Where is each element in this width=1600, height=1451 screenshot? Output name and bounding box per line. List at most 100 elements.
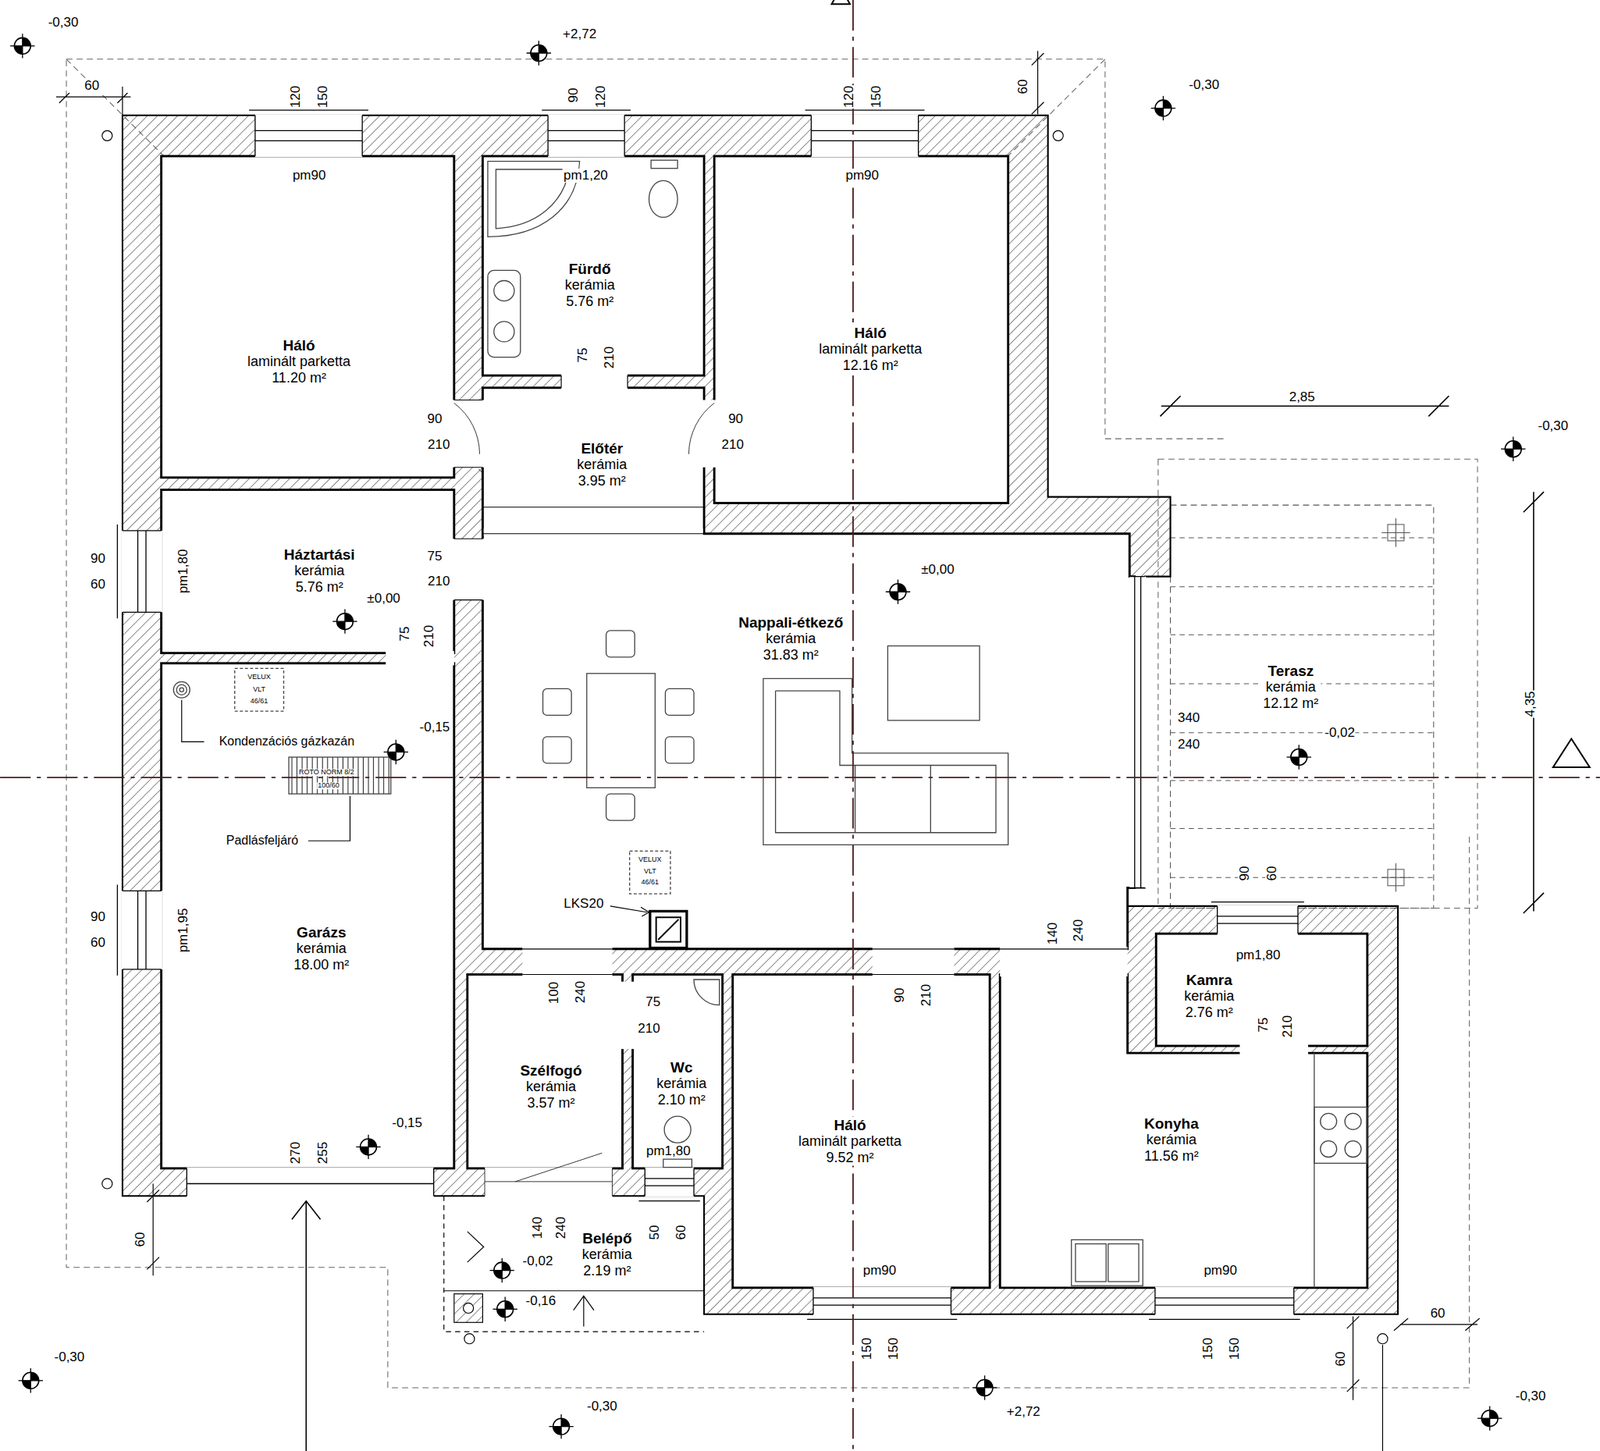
room-info: kerámia	[1184, 988, 1234, 1005]
room-info: 12.12 m²	[1262, 694, 1319, 712]
room-name: Előtér	[576, 439, 627, 456]
room-label: Hálólaminált parketta11.20 m²	[245, 336, 353, 386]
dimension-label: -0,02	[1323, 725, 1356, 740]
dimension-label: 4,35	[1523, 690, 1538, 719]
section-marks	[832, 0, 1590, 768]
dimension-label: 210	[1280, 1014, 1295, 1039]
room-area: Kamrakerámia2.76 m²	[1155, 933, 1368, 1046]
dimension-label: -0,16	[525, 1294, 558, 1309]
dimension-label: -0,30	[1187, 78, 1220, 93]
room-info: kerámia	[284, 561, 356, 579]
room-info: 2.76 m²	[1184, 1004, 1234, 1021]
dimension-label: 120	[288, 85, 303, 109]
room-info: 18.00 m²	[293, 956, 349, 973]
dimension-label: 60	[89, 577, 107, 592]
dimension-lines	[56, 50, 1544, 1451]
room-info: laminált parketta	[818, 341, 922, 358]
room-label: Garázskerámia18.00 m²	[291, 923, 352, 973]
dimension-label: 60	[1429, 1306, 1447, 1321]
room-info: 11.20 m²	[247, 369, 351, 386]
room-area: Hálólaminált parketta12.16 m²	[714, 156, 1009, 504]
dimension-label: -0,30	[1514, 1389, 1547, 1404]
dimension-label: 2,85	[1288, 390, 1316, 405]
dimension-label: VLT	[252, 686, 267, 694]
dimension-label: 140	[530, 1216, 545, 1240]
level-marks	[10, 33, 1526, 1439]
entrance	[291, 1195, 704, 1451]
dimension-label: 90	[566, 86, 581, 104]
dimension-label: pm1,80	[176, 548, 191, 595]
dimension-label: 100	[547, 981, 562, 1005]
room-label: Teraszkerámia12.12 m²	[1260, 661, 1321, 712]
dimension-label: 210	[426, 574, 451, 589]
dimension-label: 270	[288, 1141, 303, 1165]
chimney	[650, 910, 687, 948]
dimension-label: 46/61	[640, 878, 661, 886]
dimension-label: 90	[89, 552, 107, 567]
room-info: 2.19 m²	[582, 1262, 633, 1279]
dimension-label: 60	[133, 1231, 148, 1248]
dimension-label: -0,30	[586, 1399, 619, 1414]
room-info: 11.56 m²	[1144, 1148, 1199, 1165]
room-label: Háztartásikerámia5.76 m²	[281, 545, 358, 595]
dimension-label: 60	[89, 935, 107, 950]
room-area: Nappali-étkezőkerámia31.83 m²	[482, 533, 1135, 950]
room-info: 5.76 m²	[565, 292, 616, 310]
dimension-label: 100/60	[316, 782, 341, 790]
dimension-label: 150	[860, 1336, 875, 1361]
room-info: kerámia	[576, 455, 627, 473]
dimension-label: 210	[721, 437, 745, 452]
room-name: Terasz	[1262, 661, 1319, 679]
room-area: Hálólaminált parketta11.20 m²	[161, 156, 455, 478]
room-label: Kamrakerámia2.76 m²	[1181, 971, 1237, 1021]
room-info: 31.83 m²	[738, 647, 843, 664]
dimension-label: 210	[636, 1021, 661, 1036]
dimension-label: VLT	[643, 867, 658, 875]
dimension-label: 150	[869, 85, 884, 109]
room-area: Wckerámia2.10 m²	[632, 974, 723, 1169]
dimension-label: VELUX	[637, 856, 663, 864]
dimension-label: 60	[1016, 78, 1031, 96]
room-info: kerámia	[656, 1075, 707, 1092]
room-info: laminált parketta	[247, 352, 351, 370]
dimension-label: 60	[83, 78, 100, 93]
dimension-label: ±0,00	[920, 562, 955, 577]
room-label: Előtérkerámia3.95 m²	[574, 439, 630, 489]
dimension-label: 150	[886, 1336, 901, 1361]
dimension-label: +2,72	[561, 28, 598, 43]
room-area: Szélfogókerámia3.57 m²	[467, 974, 623, 1169]
room-label: Hálólaminált parketta9.52 m²	[796, 1116, 904, 1166]
dimension-label: 90	[727, 412, 744, 427]
room-name: Fürdő	[565, 259, 616, 277]
dimension-label: 75	[1256, 1016, 1271, 1033]
callout-text: Padlásfeljáró	[225, 834, 300, 848]
room-label: Belépőkerámia2.19 m²	[579, 1229, 635, 1279]
dimension-label: VELUX	[246, 673, 272, 681]
room-info: kerámia	[1144, 1131, 1199, 1149]
dimension-label: 75	[644, 995, 662, 1010]
rainwater-pipes	[102, 130, 1388, 1344]
door-jambs	[454, 375, 1128, 975]
room-name: Kamra	[1184, 971, 1234, 989]
dimension-label: -0,30	[1536, 419, 1569, 434]
dimension-label: pm1,95	[176, 907, 191, 954]
dimension-label: ROTO NORM 8/2	[298, 768, 356, 776]
room-info: 3.95 m²	[576, 472, 627, 489]
dimension-label: 210	[422, 623, 437, 648]
room-info: 5.76 m²	[284, 578, 356, 595]
room-area: Konyhakerámia11.56 m²	[999, 974, 1368, 1288]
room-label: Fürdőkerámia5.76 m²	[562, 259, 618, 310]
dimension-label: 75	[576, 347, 591, 364]
room-label: Konyhakerámia11.56 m²	[1141, 1115, 1202, 1165]
dimension-label: LKS20	[562, 896, 605, 911]
dimension-label: +2,72	[1006, 1405, 1042, 1420]
dimension-label: 75	[398, 625, 413, 642]
dimension-label: 90	[892, 986, 907, 1003]
dimension-label: pm1,80	[1235, 948, 1282, 963]
dimension-label: 210	[919, 983, 934, 1007]
room-name: Wc	[656, 1059, 707, 1076]
room-info: kerámia	[1262, 678, 1319, 695]
